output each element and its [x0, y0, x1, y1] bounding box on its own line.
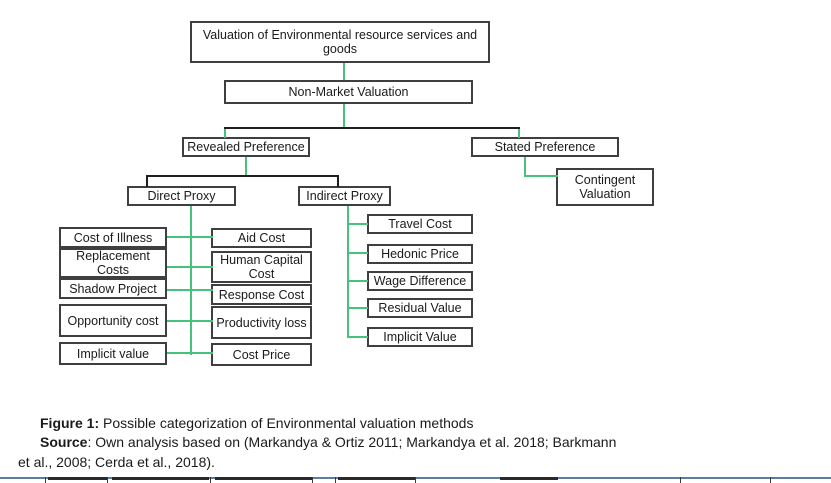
connector-line	[337, 177, 339, 187]
node-travel-cost: Travel Cost	[367, 214, 473, 234]
cutoff-table-divider	[210, 477, 211, 483]
node-implicit-value-indirect: Implicit Value	[367, 327, 473, 347]
source-text: : Own analysis based on (Markandya & Ort…	[87, 434, 617, 451]
node-cost-price: Cost Price	[211, 343, 312, 366]
cutoff-table-divider	[312, 477, 313, 483]
node-contingent-valuation: Contingent Valuation	[556, 168, 654, 206]
connector-line	[349, 252, 368, 254]
connector-line	[167, 352, 213, 354]
source-line: Source: Own analysis based on (Markandya…	[0, 433, 831, 452]
connector-line	[146, 175, 339, 177]
cutoff-table-divider	[770, 477, 771, 483]
connector-line	[349, 223, 368, 225]
connector-line	[224, 127, 520, 129]
connector-line	[190, 206, 192, 355]
connector-line	[349, 336, 368, 338]
node-root-valuation: Valuation of Environmental resource serv…	[190, 21, 490, 63]
connector-line	[245, 157, 247, 177]
source-text-continued: et al., 2008; Cerda et al., 2018).	[18, 453, 215, 470]
connector-line	[167, 289, 213, 291]
node-opportunity-cost: Opportunity cost	[59, 304, 167, 337]
connector-line	[167, 266, 213, 268]
node-stated-preference: Stated Preference	[471, 137, 619, 157]
connector-line	[343, 104, 345, 129]
figure-label: Figure 1:	[40, 415, 100, 431]
node-revealed-preference: Revealed Preference	[182, 137, 310, 157]
connector-line	[347, 206, 349, 338]
cutoff-table-divider	[680, 477, 681, 483]
cutoff-table-cell-border	[338, 477, 415, 480]
cutoff-table-divider	[335, 477, 336, 483]
connector-line	[524, 157, 526, 177]
cutoff-table-cell-border	[112, 477, 209, 480]
node-direct-proxy: Direct Proxy	[127, 186, 236, 206]
cutoff-table-cell-border	[215, 477, 312, 480]
node-wage-difference: Wage Difference	[367, 271, 473, 291]
node-human-capital-cost: Human Capital Cost	[211, 251, 312, 283]
connector-line	[167, 236, 213, 238]
node-aid-cost: Aid Cost	[211, 228, 312, 248]
connector-line	[146, 177, 148, 187]
connector-line	[349, 280, 368, 282]
caption-text: Possible categorization of Environmental…	[99, 415, 474, 431]
connector-line	[518, 129, 520, 138]
figure-caption: Figure 1: Possible categorization of Env…	[0, 414, 831, 472]
source-line-continued: et al., 2008; Cerda et al., 2018).	[0, 453, 831, 472]
node-response-cost: Response Cost	[211, 284, 312, 305]
cutoff-table-divider	[415, 477, 416, 483]
node-hedonic-price: Hedonic Price	[367, 244, 473, 264]
connector-line	[224, 129, 226, 138]
node-residual-value: Residual Value	[367, 298, 473, 318]
node-productivity-loss: Productivity loss	[211, 306, 312, 339]
cutoff-table-divider	[45, 477, 46, 483]
node-cost-of-illness: Cost of Illness	[59, 227, 167, 248]
cutoff-table-divider	[107, 477, 108, 483]
caption-line: Figure 1: Possible categorization of Env…	[0, 414, 831, 433]
cutoff-table-cell-border	[500, 477, 558, 480]
connector-line	[349, 307, 368, 309]
cutoff-table-cell-border	[48, 477, 108, 480]
connector-line	[167, 320, 213, 322]
node-indirect-proxy: Indirect Proxy	[298, 186, 391, 206]
source-label: Source	[40, 434, 88, 451]
node-non-market-valuation: Non-Market Valuation	[224, 80, 473, 104]
node-implicit-value-direct: Implicit value	[59, 342, 167, 365]
node-shadow-project: Shadow Project	[59, 278, 167, 299]
node-replacement-costs: Replacement Costs	[59, 248, 167, 278]
connector-line	[524, 175, 558, 177]
connector-line	[343, 63, 345, 80]
